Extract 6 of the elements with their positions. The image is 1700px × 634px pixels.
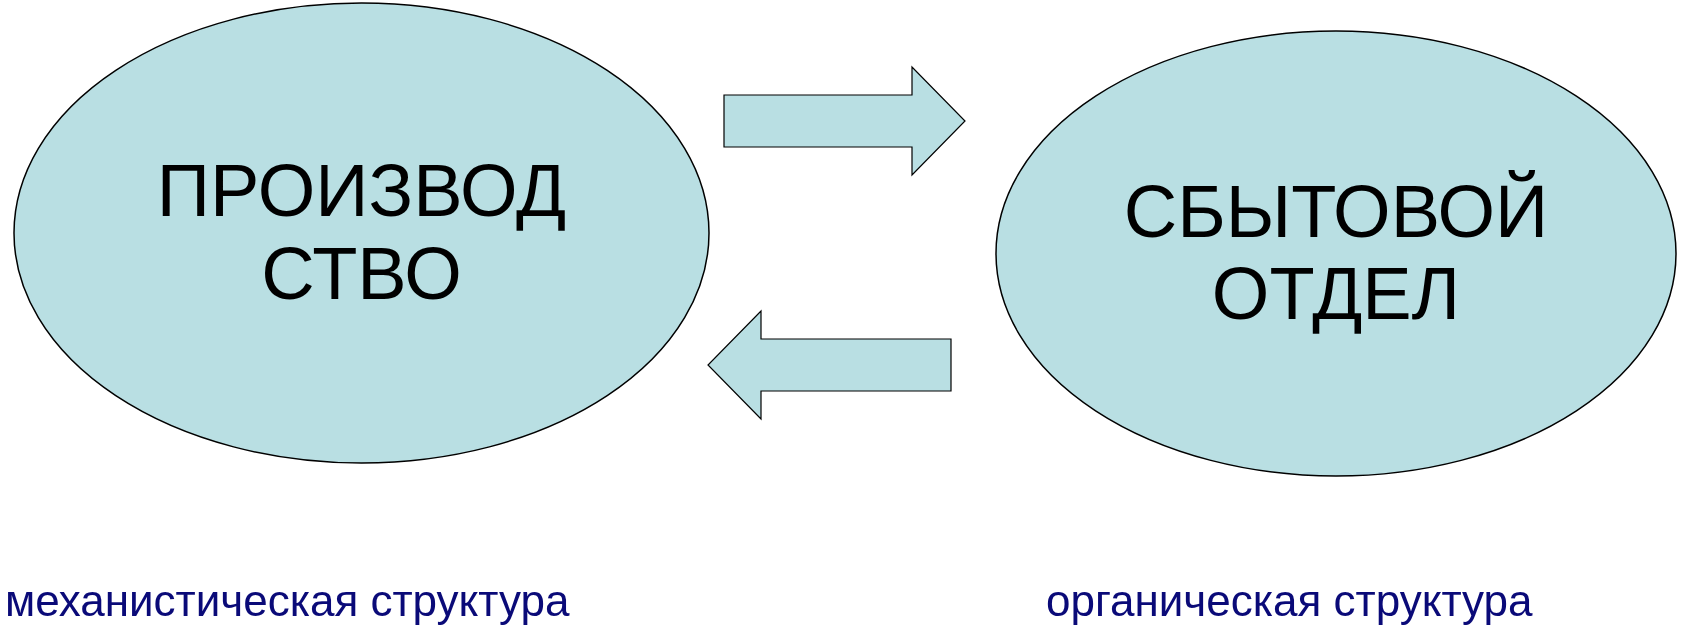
caption-text: механистическая структура: [5, 576, 570, 626]
caption-text: органическая структура: [1046, 576, 1533, 626]
node-label: СБЫТОВОЙ ОТДЕЛ: [1122, 170, 1550, 337]
node-label: ПРОИЗВОД СТВО: [155, 150, 568, 316]
block-arrow: [707, 309, 952, 421]
block-arrow: [723, 65, 966, 177]
